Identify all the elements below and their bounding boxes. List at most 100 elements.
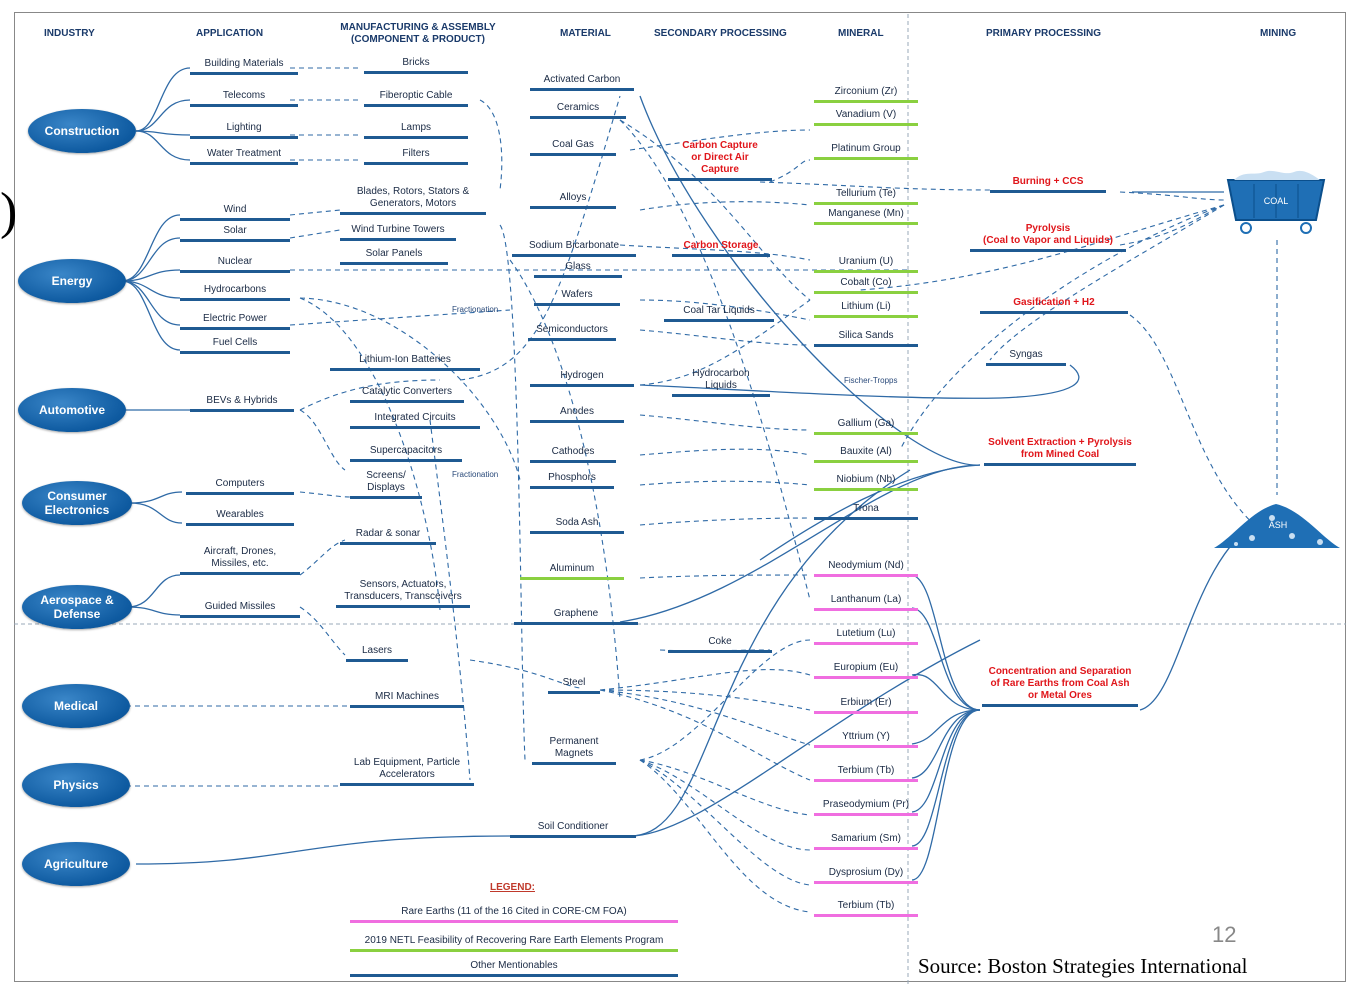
mat-glass: Glass — [534, 261, 622, 278]
legend-other-mentionables: Other Mentionables — [350, 960, 678, 977]
mfg-supercapacitors: Supercapacitors — [350, 445, 462, 462]
mat-phosphors: Phosphors — [530, 472, 614, 489]
app-solar: Solar — [180, 225, 290, 242]
header-manufacturing: MANUFACTURING & ASSEMBLY (COMPONENT & PR… — [340, 22, 496, 45]
industry-physics: Physics — [22, 763, 130, 807]
note-fischer-tropps: Fischer-Tropps — [844, 376, 898, 385]
app-aircraft-drones: Aircraft, Drones, Missiles, etc. — [180, 546, 300, 575]
app-guided-missiles: Guided Missiles — [180, 601, 300, 618]
app-computers: Computers — [186, 478, 294, 495]
app-wearables: Wearables — [186, 509, 294, 526]
mat-graphene: Graphene — [514, 608, 638, 625]
min-bauxite: Bauxite (Al) — [814, 446, 918, 463]
mat-aluminum: Aluminum — [520, 563, 624, 580]
mat-steel: Steel — [548, 677, 600, 694]
legend-rare-earths: Rare Earths (11 of the 16 Cited in CORE-… — [350, 906, 678, 923]
min-gallium: Gallium (Ga) — [814, 418, 918, 435]
header-secondary: SECONDARY PROCESSING — [654, 28, 787, 39]
note-fractionation-2: Fractionation — [452, 470, 499, 479]
mfg-solar-panels: Solar Panels — [340, 248, 448, 265]
min-dysprosium: Dysprosium (Dy) — [814, 867, 918, 884]
mfg-mri-machines: MRI Machines — [350, 691, 464, 708]
mat-coal-gas: Coal Gas — [530, 139, 616, 156]
source-citation: Source: Boston Strategies International — [918, 954, 1248, 978]
mat-cathodes: Cathodes — [530, 446, 616, 463]
header-mineral: MINERAL — [838, 28, 884, 39]
prim-concentration-separation: Concentration and Separation of Rare Ear… — [982, 666, 1138, 707]
mfg-sensors-actuators: Sensors, Actuators, Transducers, Transce… — [336, 579, 470, 608]
header-mining: MINING — [1260, 28, 1297, 39]
min-manganese: Manganese (Mn) — [814, 208, 918, 225]
industry-agriculture: Agriculture — [22, 842, 130, 886]
min-cobalt: Cobalt (Co) — [814, 277, 918, 294]
note-fractionation-1: Fractionation — [452, 305, 499, 314]
min-vanadium: Vanadium (V) — [814, 109, 918, 126]
mat-semiconductors: Semiconductors — [528, 324, 616, 341]
app-hydrocarbons: Hydrocarbons — [180, 284, 290, 301]
mat-alloys: Alloys — [530, 192, 616, 209]
prim-solvent-extraction: Solvent Extraction + Pyrolysis from Mine… — [984, 437, 1136, 466]
prim-gasification-h2: Gasification + H2 — [980, 297, 1128, 314]
mat-permanent-magnets: Permanent Magnets — [532, 736, 616, 765]
industry-energy: Energy — [18, 259, 126, 303]
min-terbium-2: Terbium (Tb) — [814, 900, 918, 917]
sec-coal-tar-liquids: Coal Tar Liquids — [664, 305, 774, 322]
min-tellurium: Tellurium (Te) — [814, 188, 918, 205]
min-lutetium: Lutetium (Lu) — [814, 628, 918, 645]
header-material: MATERIAL — [560, 28, 611, 39]
min-uranium: Uranium (U) — [814, 256, 918, 273]
mat-sodium-bicarbonate: Sodium Bicarbonate — [512, 240, 636, 257]
mat-anodes: Anodes — [530, 406, 624, 423]
stray-parenthesis: ) — [0, 183, 18, 240]
industry-aerospace-defense: Aerospace & Defense — [22, 585, 132, 629]
ash-pile-icon: ASH — [1214, 504, 1340, 548]
sec-hydrocarbon-liquids: Hydrocarbon Liquids — [672, 368, 770, 397]
prim-pyrolysis: Pyrolysis (Coal to Vapor and Liquids) — [970, 223, 1126, 252]
header-application: APPLICATION — [196, 28, 264, 39]
mfg-filters: Filters — [364, 148, 468, 165]
app-telecoms: Telecoms — [190, 90, 298, 107]
mat-ceramics: Ceramics — [530, 102, 626, 119]
min-samarium: Samarium (Sm) — [814, 833, 918, 850]
prim-burning-ccs: Burning + CCS — [990, 176, 1106, 193]
min-erbium: Erbium (Er) — [814, 697, 918, 714]
header-industry: INDUSTRY — [44, 28, 95, 39]
min-trona: Trona — [814, 503, 918, 520]
app-nuclear: Nuclear — [180, 256, 290, 273]
mfg-screens-displays: Screens/ Displays — [350, 470, 422, 499]
min-neodymium: Neodymium (Nd) — [814, 560, 918, 577]
app-wind: Wind — [180, 204, 290, 221]
mfg-integrated-circuits: Integrated Circuits — [350, 412, 480, 429]
min-europium: Europium (Eu) — [814, 662, 918, 679]
sec-carbon-capture: Carbon Capture or Direct Air Capture — [668, 140, 772, 181]
mfg-lasers: Lasers — [346, 645, 408, 662]
slide-frame — [14, 12, 1346, 982]
mfg-blades-rotors: Blades, Rotors, Stators & Generators, Mo… — [340, 186, 486, 215]
legend-title: LEGEND: — [490, 882, 535, 893]
sec-coke: Coke — [668, 636, 772, 653]
sec-carbon-storage: Carbon Storage — [672, 240, 770, 257]
legend-netl-program: 2019 NETL Feasibility of Recovering Rare… — [350, 935, 678, 952]
mat-soil-conditioner: Soil Conditioner — [510, 821, 636, 838]
app-fuel-cells: Fuel Cells — [180, 337, 290, 354]
mfg-catalytic-converters: Catalytic Converters — [350, 386, 464, 403]
mat-activated-carbon: Activated Carbon — [530, 74, 634, 91]
app-electric-power: Electric Power — [180, 313, 290, 330]
app-building-materials: Building Materials — [190, 58, 298, 75]
ash-label: ASH — [1269, 520, 1288, 530]
min-praseodymium: Praseodymium (Pr) — [814, 799, 918, 816]
page-number: 12 — [1212, 922, 1237, 947]
industry-medical: Medical — [22, 684, 130, 728]
industry-automotive: Automotive — [18, 388, 126, 432]
min-niobium: Niobium (Nb) — [814, 474, 918, 491]
header-primary: PRIMARY PROCESSING — [986, 28, 1102, 39]
app-water-treatment: Water Treatment — [190, 148, 298, 165]
min-zirconium: Zirconium (Zr) — [814, 86, 918, 103]
mfg-lamps: Lamps — [364, 122, 468, 139]
app-lighting: Lighting — [190, 122, 298, 139]
mfg-bricks: Bricks — [364, 57, 468, 74]
mfg-lab-equipment: Lab Equipment, Particle Accelerators — [340, 757, 474, 786]
mat-hydrogen: Hydrogen — [530, 370, 634, 387]
prim-syngas: Syngas — [986, 349, 1066, 366]
mfg-fiberoptic-cable: Fiberoptic Cable — [364, 90, 468, 107]
